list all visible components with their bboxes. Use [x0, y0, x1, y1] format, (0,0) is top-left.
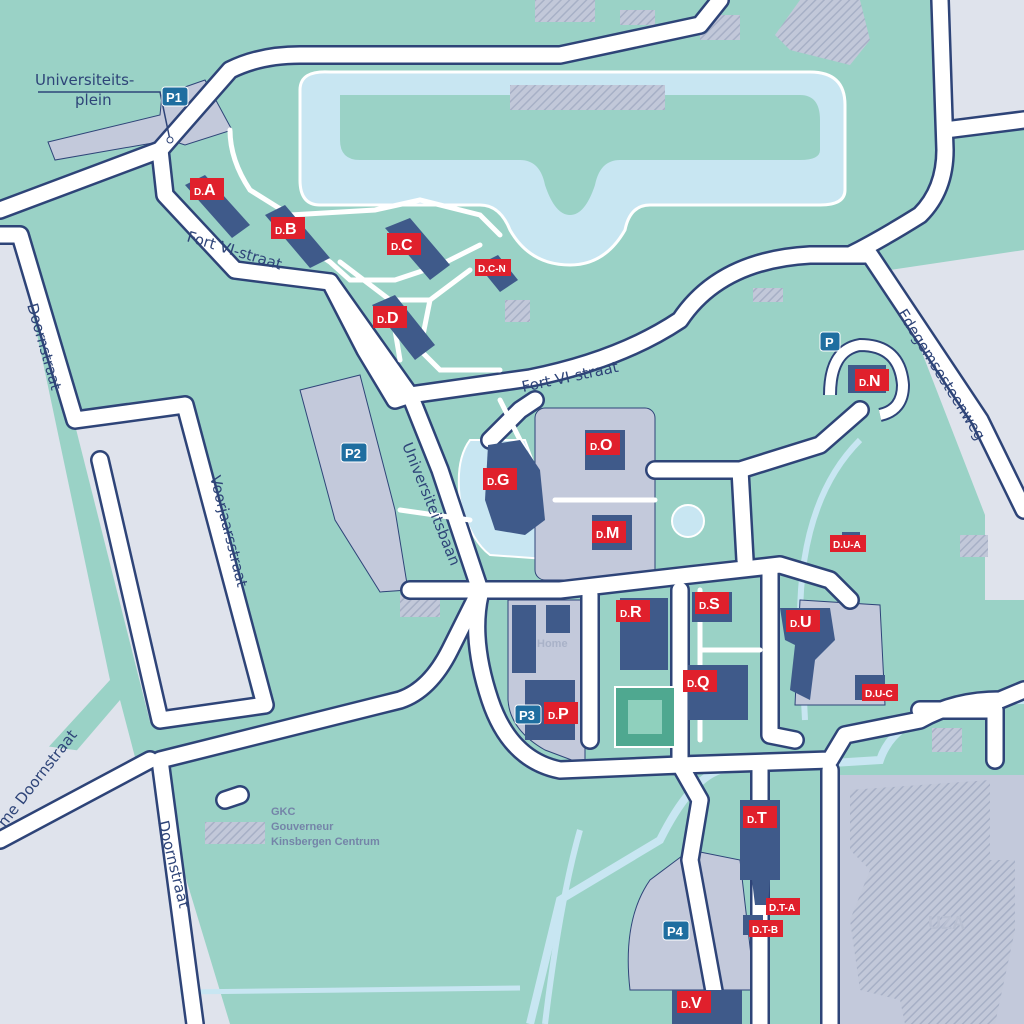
parking-icon: P2: [345, 446, 361, 461]
stream-bottom-2: [542, 829, 583, 1024]
home-label: Home: [537, 638, 568, 650]
hatch-small-5: [960, 535, 988, 557]
svg-text:D.B: D.B: [275, 221, 297, 238]
gkc-label-line1: GKC: [271, 806, 296, 818]
svg-text:D.T: D.T: [747, 810, 767, 827]
uza-label: UZA: [928, 913, 965, 933]
hatch-small-1: [753, 288, 783, 302]
label-building-m[interactable]: D.M: [592, 521, 626, 543]
roundabout-n-fill: [825, 339, 909, 420]
voorjaar-block: [75, 410, 255, 722]
gkc-label-line3: Kinsbergen Centrum: [271, 836, 380, 848]
svg-text:D.D: D.D: [377, 310, 399, 327]
label-building-b[interactable]: D.B: [271, 217, 305, 239]
svg-text:D.O: D.O: [590, 437, 612, 454]
pond-inner-land: [340, 95, 820, 215]
parking-icon: P4: [667, 924, 684, 939]
place-universiteitsplein-line1: Universiteits-: [35, 71, 134, 89]
label-building-g[interactable]: D.G: [483, 468, 517, 490]
label-building-r[interactable]: D.R: [616, 600, 650, 622]
top-hatch-right: [775, 0, 870, 65]
svg-text:D.U-C: D.U-C: [865, 689, 893, 700]
parking-icon: P3: [519, 708, 535, 723]
hatch-small-2: [505, 300, 530, 322]
svg-text:D.R: D.R: [620, 604, 642, 621]
svg-text:D.T-B: D.T-B: [752, 925, 778, 936]
label-building-v[interactable]: D.V: [677, 991, 711, 1013]
top-hatch-left: [535, 0, 595, 22]
parking-p1[interactable]: P1: [161, 86, 189, 107]
uza-hatch: [850, 780, 1015, 1024]
label-building-n[interactable]: D.N: [855, 369, 889, 391]
label-building-a[interactable]: D.A: [190, 178, 224, 200]
svg-text:D.M: D.M: [596, 525, 619, 542]
place-universiteitsplein-line2: plein: [75, 91, 112, 109]
svg-text:D.A: D.A: [194, 182, 216, 199]
svg-text:D.U-A: D.U-A: [833, 540, 861, 551]
svg-text:D.T-A: D.T-A: [769, 903, 795, 914]
block-top-right: [962, 0, 1024, 118]
svg-text:D.V: D.V: [681, 995, 702, 1012]
place-pointer-dot: [166, 136, 174, 144]
pond-hatch: [510, 85, 665, 110]
svg-text:D.Q: D.Q: [687, 674, 709, 691]
svg-text:D.G: D.G: [487, 472, 509, 489]
label-building-c[interactable]: D.C: [387, 233, 421, 255]
svg-text:D.U: D.U: [790, 614, 812, 631]
label-building-u[interactable]: D.U: [786, 610, 820, 632]
bottom-left-block: [0, 700, 205, 1024]
parking-p3[interactable]: P3: [514, 704, 542, 725]
label-building-u-c[interactable]: D.U-C: [862, 684, 898, 701]
label-building-c-n[interactable]: D.C-N: [475, 259, 511, 276]
hatch-small-6: [932, 728, 962, 752]
gkc-label-line2: Gouverneur: [271, 821, 334, 833]
label-building-t-b[interactable]: D.T-B: [749, 920, 783, 937]
hatch-small-3: [400, 595, 440, 617]
stream-left: [179, 985, 521, 995]
parking-pn[interactable]: P: [819, 331, 841, 352]
hatch-small-4: [205, 822, 265, 844]
top-hatch-mid: [620, 10, 655, 25]
label-building-d[interactable]: D.D: [373, 306, 407, 328]
svg-text:D.N: D.N: [859, 373, 881, 390]
svg-text:D.C-N: D.C-N: [478, 264, 506, 275]
label-building-s[interactable]: D.S: [695, 592, 729, 614]
label-building-p[interactable]: D.P: [544, 702, 578, 724]
label-building-t-a[interactable]: D.T-A: [766, 898, 800, 915]
svg-text:D.P: D.P: [548, 706, 569, 723]
parking-p4[interactable]: P4: [662, 920, 690, 941]
place-pointer: [38, 91, 171, 141]
pyramid-top: [628, 700, 662, 734]
svg-text:D.C: D.C: [391, 237, 413, 254]
parking-icon: P: [825, 335, 834, 350]
fountain: [671, 504, 705, 538]
label-building-q[interactable]: D.Q: [683, 670, 717, 692]
label-building-t[interactable]: D.T: [743, 806, 777, 828]
parking-p2[interactable]: P2: [340, 442, 368, 463]
block-left-strip: [0, 230, 110, 800]
label-building-u-a[interactable]: D.U-A: [830, 535, 866, 552]
label-building-o[interactable]: D.O: [586, 433, 620, 455]
svg-text:D.S: D.S: [699, 596, 720, 613]
parking-icon: P1: [166, 90, 182, 105]
